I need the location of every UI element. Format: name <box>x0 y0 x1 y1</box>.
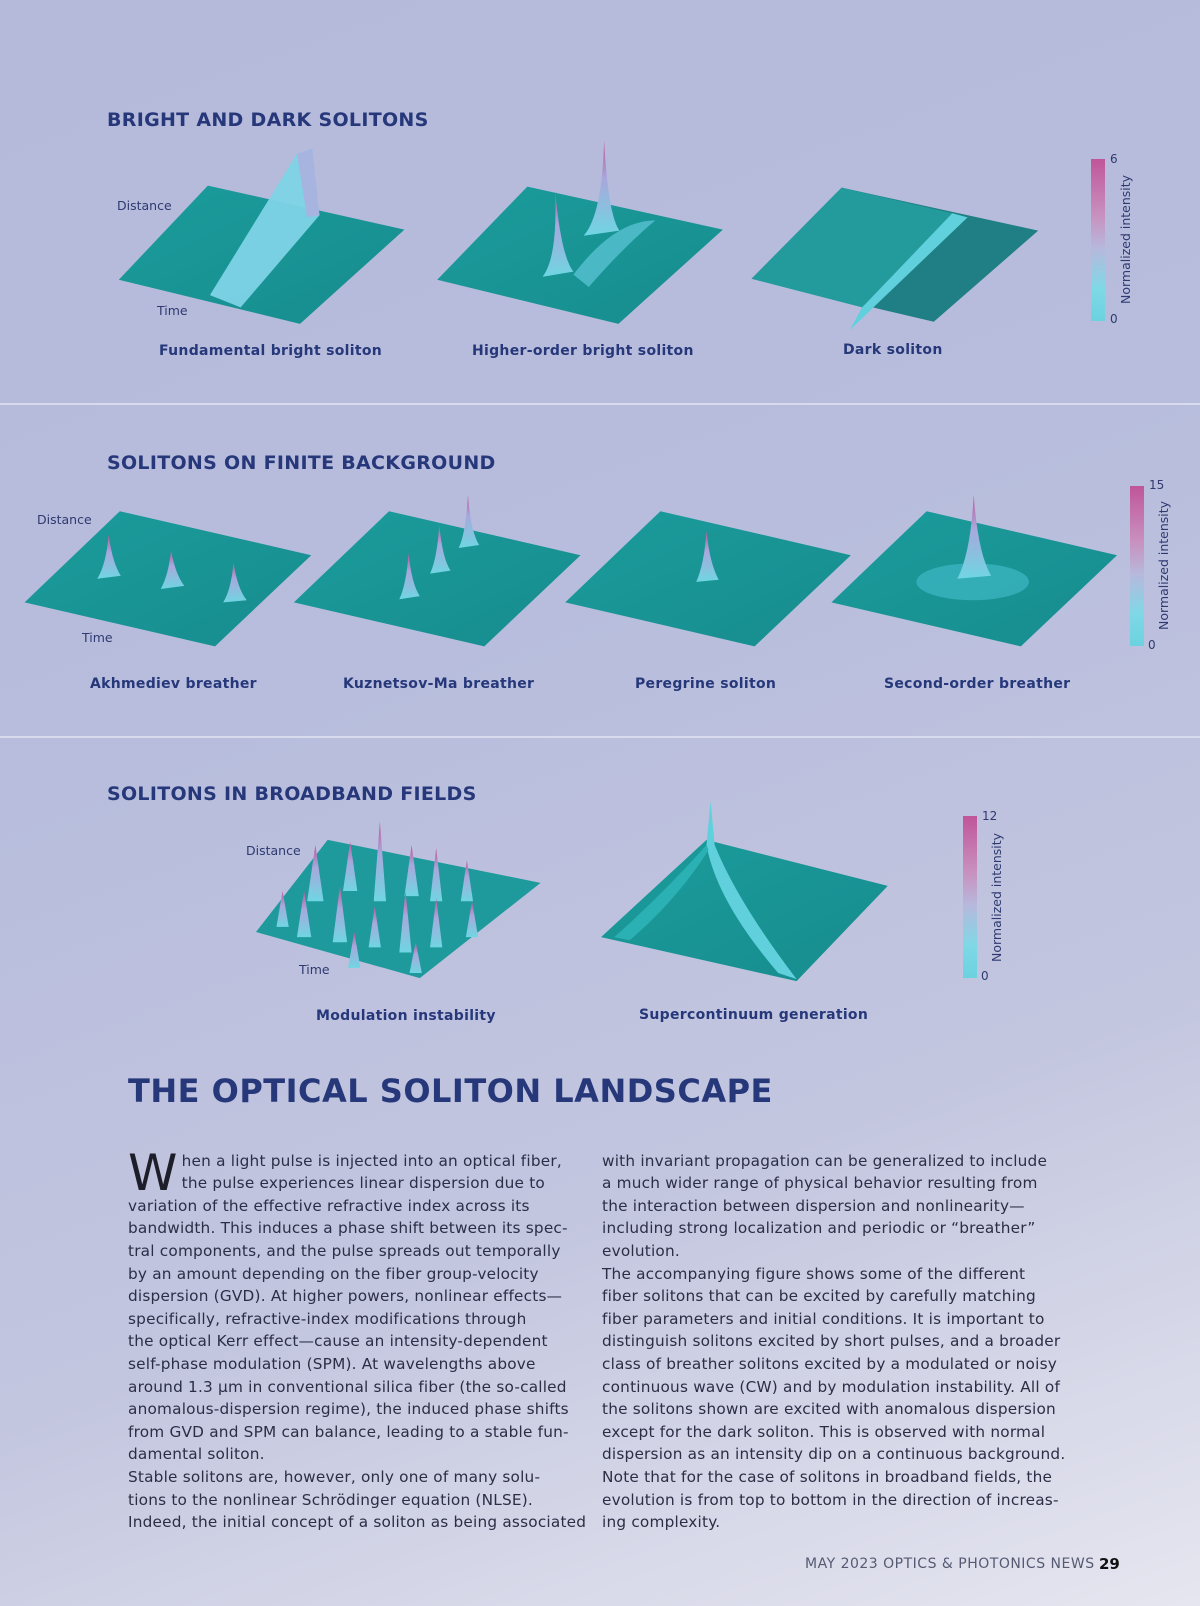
plot-second-order-breather <box>831 494 1118 647</box>
caption-higher-order-bright-soliton: Higher-order bright soliton <box>472 343 694 359</box>
caption-fundamental-bright-soliton: Fundamental bright soliton <box>159 343 383 359</box>
caption-dark-soliton: Dark soliton <box>843 342 943 358</box>
section-title-broadband-fields: SOLITONS IN BROADBAND FIELDS <box>107 783 477 805</box>
colorbar-2-label: Normalized intensity <box>1156 500 1171 630</box>
caption-akhmediev-breather: Akhmediev breather <box>90 676 257 692</box>
axis-label-distance: Distance <box>37 512 92 527</box>
drop-cap: W <box>128 1143 178 1202</box>
caption-supercontinuum-generation: Supercontinuum generation <box>639 1007 869 1023</box>
axis-label-distance: Distance <box>117 198 172 213</box>
colorbar-2 <box>1130 486 1144 646</box>
section-title-bright-dark: BRIGHT AND DARK SOLITONS <box>107 109 429 131</box>
axis-label-time: Time <box>82 630 113 645</box>
plot-kuznetsov-ma-breather <box>293 494 581 647</box>
page-number: 29 <box>1099 1555 1120 1573</box>
colorbar-3 <box>963 816 977 978</box>
colorbar-1-min: 0 <box>1110 312 1118 326</box>
caption-peregrine-soliton: Peregrine soliton <box>635 676 777 692</box>
colorbar-2-min: 0 <box>1148 638 1156 652</box>
paragraph: with invariant propagation can be genera… <box>602 1151 1048 1260</box>
section-divider <box>0 403 1200 405</box>
section-divider <box>0 736 1200 738</box>
section-title-finite-background: SOLITONS ON FINITE BACKGROUND <box>107 452 496 474</box>
paragraph: The accompanying figure shows some of th… <box>602 1264 1066 1532</box>
article-heading: THE OPTICAL SOLITON LANDSCAPE <box>128 1072 773 1110</box>
caption-second-order-breather: Second-order breather <box>884 676 1071 692</box>
colorbar-1 <box>1091 159 1105 321</box>
axis-label-distance: Distance <box>246 843 301 858</box>
article-column-right: with invariant propagation can be genera… <box>602 1127 1072 1556</box>
plot-fundamental-bright-soliton <box>118 148 405 324</box>
plot-supercontinuum-generation <box>601 800 888 982</box>
colorbar-1-max: 6 <box>1110 152 1118 166</box>
plot-modulation-instability <box>255 821 541 979</box>
caption-modulation-instability: Modulation instability <box>316 1008 496 1024</box>
axis-label-time: Time <box>299 962 330 977</box>
paragraph: Stable solitons are, however, only one o… <box>128 1467 587 1532</box>
colorbar-3-label: Normalized intensity <box>989 832 1004 962</box>
plot-higher-order-bright-soliton <box>437 140 723 324</box>
colorbar-2-max: 15 <box>1149 478 1165 492</box>
footer-issue: MAY 2023 OPTICS & PHOTONICS NEWS <box>805 1556 1095 1572</box>
colorbar-1-label: Normalized intensity <box>1118 174 1133 304</box>
caption-kuznetsov-ma-breather: Kuznetsov-Ma breather <box>343 676 535 692</box>
axis-label-time: Time <box>157 303 188 318</box>
plot-akhmediev-breather <box>24 511 312 647</box>
paragraph: hen a light pulse is injected into an op… <box>128 1151 569 1464</box>
plot-dark-soliton <box>751 187 1039 330</box>
colorbar-3-max: 12 <box>982 809 998 823</box>
plot-peregrine-soliton <box>565 511 851 647</box>
colorbar-3-min: 0 <box>981 969 989 983</box>
